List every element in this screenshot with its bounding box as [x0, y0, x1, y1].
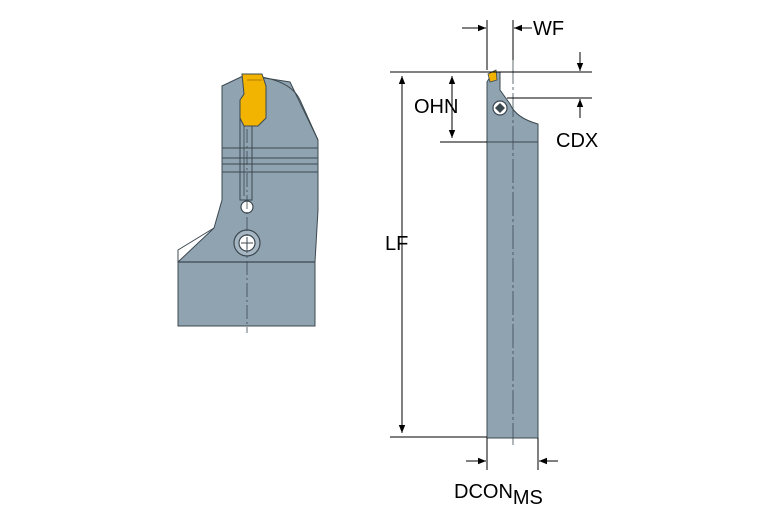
- wf-label: WF: [533, 18, 564, 40]
- shank-band: [177, 261, 316, 327]
- dcon-main: DCON: [454, 481, 513, 503]
- ohn-label: OHN: [414, 96, 458, 118]
- insert-tip: [487, 69, 498, 83]
- shank-bar: [486, 141, 539, 439]
- dimensions: [390, 20, 592, 470]
- tool-head-front-view: [177, 73, 319, 333]
- cutting-insert: [239, 73, 267, 127]
- dcon-subscript: MS: [513, 487, 543, 509]
- cdx-label: CDX: [556, 130, 598, 152]
- tool-side-view: [486, 60, 539, 445]
- lf-label: LF: [385, 233, 408, 255]
- dcon-label: DCONMS: [454, 481, 543, 509]
